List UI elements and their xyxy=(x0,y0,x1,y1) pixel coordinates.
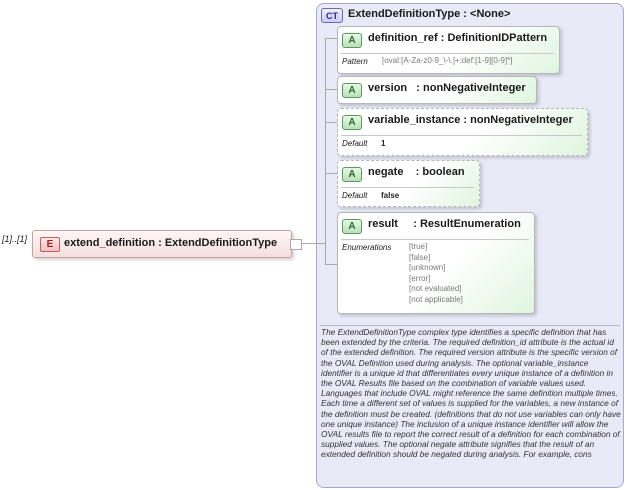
element-cardinality: [1]..[1] xyxy=(2,234,28,244)
tree-branch-3 xyxy=(325,122,338,123)
documentation-text: The ExtendDefinitionType complex type id… xyxy=(321,327,621,460)
attribute-definition-ref[interactable]: A definition_ref : DefinitionIDPattern P… xyxy=(337,26,560,74)
tree-branch-4 xyxy=(325,173,338,174)
enumeration-item: [true] xyxy=(409,242,428,251)
facet-label: Pattern xyxy=(342,57,368,66)
attribute-icon: A xyxy=(342,219,362,234)
attribute-separator xyxy=(341,239,529,240)
tree-branch-2 xyxy=(325,89,338,90)
element-box[interactable]: E extend_definition : ExtendDefinitionTy… xyxy=(32,230,292,258)
facet-label: Enumerations xyxy=(342,243,392,252)
tree-branch-1 xyxy=(325,38,338,39)
complex-type-icon: CT xyxy=(321,8,343,23)
facet-value: 1 xyxy=(381,139,386,148)
facet-label: Default xyxy=(342,191,368,200)
attribute-label: negate : boolean xyxy=(368,166,465,178)
attribute-icon: A xyxy=(342,167,362,182)
tree-trunk xyxy=(325,38,326,264)
attribute-icon: A xyxy=(342,33,362,48)
attribute-separator xyxy=(341,135,582,136)
complex-type-box: CT ExtendDefinitionType : <None> The Ext… xyxy=(316,3,624,488)
element-icon: E xyxy=(40,237,60,252)
complex-type-title: ExtendDefinitionType : <None> xyxy=(348,8,511,20)
attribute-negate[interactable]: A negate : boolean Default false xyxy=(337,160,480,207)
connector-line xyxy=(290,243,316,244)
attribute-icon: A xyxy=(342,83,362,98)
enumeration-item: [error] xyxy=(409,273,431,283)
tree-root-link xyxy=(316,243,326,244)
attribute-label: result : ResultEnumeration xyxy=(368,218,521,230)
attribute-label: definition_ref : DefinitionIDPattern xyxy=(368,32,548,44)
enumeration-item: [unknown] xyxy=(409,263,446,272)
attribute-label: version : nonNegativeInteger xyxy=(368,82,526,94)
attribute-separator xyxy=(341,53,554,54)
attribute-icon: A xyxy=(342,115,362,130)
tree-branch-5 xyxy=(325,264,338,265)
element-label: extend_definition : ExtendDefinitionType xyxy=(64,237,278,249)
sequence-connector xyxy=(290,239,302,250)
attribute-version[interactable]: A version : nonNegativeInteger xyxy=(337,76,537,104)
enumeration-list: [true] [false] [unknown] [error] [not ev… xyxy=(409,242,463,305)
enumeration-item: [false] xyxy=(409,252,431,262)
attribute-separator xyxy=(341,187,474,188)
facet-label: Default xyxy=(342,139,368,148)
enumeration-item: [not applicable] xyxy=(409,294,463,304)
attribute-result[interactable]: A result : ResultEnumeration Enumeration… xyxy=(337,212,535,314)
facet-value: [oval:[A-Za-z0-9_\-\.]+:def:[1-9][0-9]*] xyxy=(382,56,513,65)
documentation-separator xyxy=(320,325,620,326)
enumeration-item: [not evaluated] xyxy=(409,284,462,293)
attribute-variable-instance[interactable]: A variable_instance : nonNegativeInteger… xyxy=(337,108,588,156)
attribute-label: variable_instance : nonNegativeInteger xyxy=(368,114,573,126)
facet-value: false xyxy=(381,191,400,200)
